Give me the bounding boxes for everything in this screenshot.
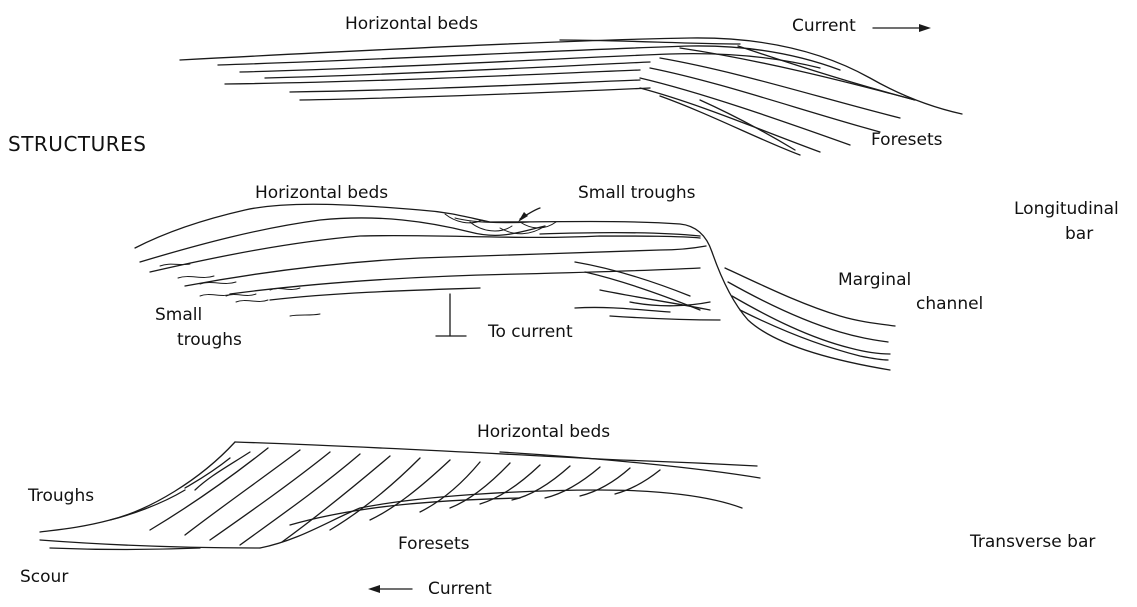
middle-small-troughs-left-label-line2: troughs	[177, 330, 242, 350]
middle-small-troughs-left-label-line1: Small	[155, 305, 202, 325]
scour-label: Scour	[20, 567, 68, 587]
longitudinal-bar-label-line2: bar	[1065, 224, 1093, 244]
middle-cross-section	[135, 204, 895, 370]
marginal-channel-label-line1: Marginal	[838, 270, 911, 290]
bottom-troughs-label: Troughs	[28, 486, 94, 506]
to-current-label: To current	[488, 322, 573, 342]
marginal-channel-label-line2: channel	[916, 294, 983, 314]
bottom-horizontal-beds-label: Horizontal beds	[477, 422, 610, 442]
middle-horizontal-beds-label: Horizontal beds	[255, 183, 388, 203]
structures-heading: STRUCTURES	[8, 134, 147, 154]
bottom-foresets-label: Foresets	[398, 534, 470, 554]
top-current-label: Current	[792, 16, 856, 36]
top-foresets-label: Foresets	[871, 130, 943, 150]
top-cross-section	[180, 24, 962, 155]
middle-small-troughs-top-label: Small troughs	[578, 183, 696, 203]
top-horizontal-beds-label: Horizontal beds	[345, 14, 478, 34]
longitudinal-bar-label-line1: Longitudinal	[1014, 199, 1119, 219]
bottom-cross-section	[40, 442, 760, 593]
bottom-current-label: Current	[428, 579, 492, 599]
transverse-bar-label: Transverse bar	[970, 532, 1095, 552]
